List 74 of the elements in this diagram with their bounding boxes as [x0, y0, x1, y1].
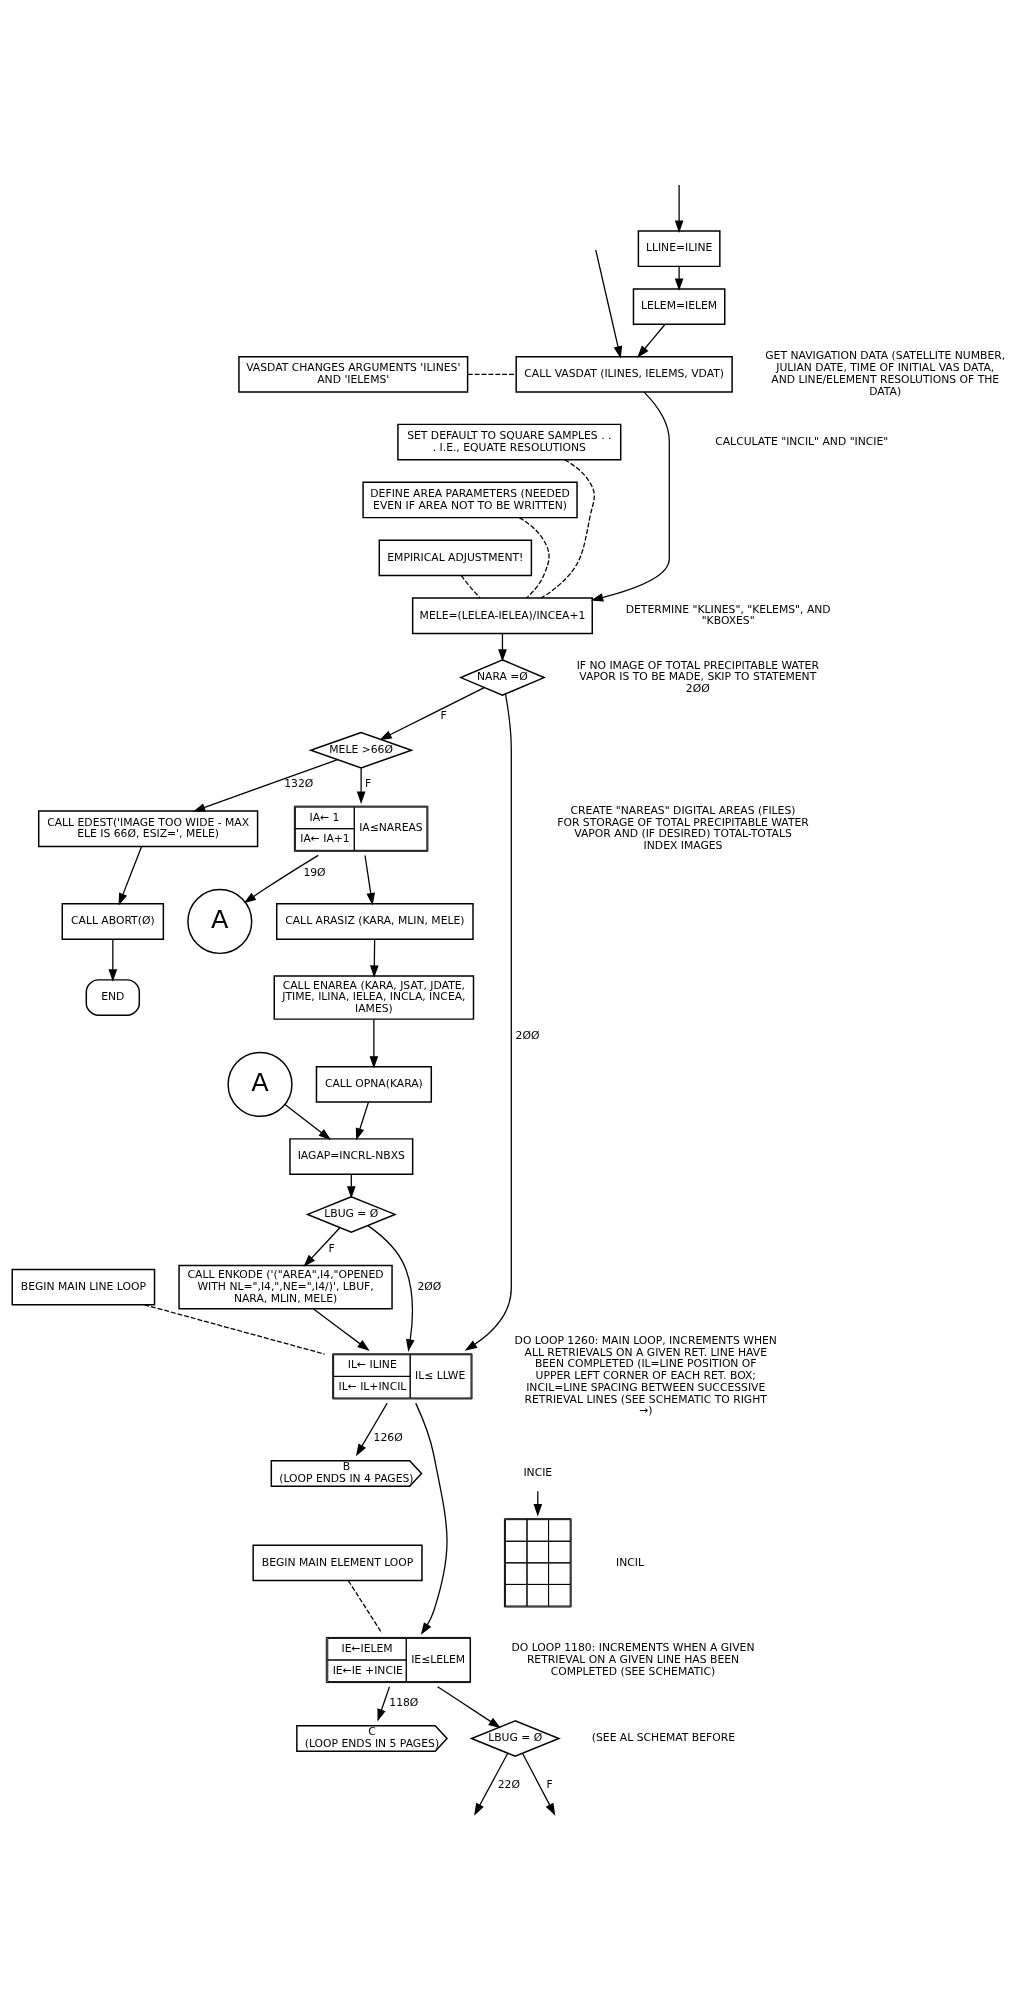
connector: [467, 373, 517, 375]
arrow: [243, 854, 319, 904]
label: IF NO IMAGE OF TOTAL PRECIPITABLE WATER VAPOR IS TO BE MADE, SKIP TO STATEMENT 2ØØ: [576, 658, 819, 696]
arrow: [437, 1686, 501, 1729]
arrow: [312, 1308, 370, 1351]
arrow: [674, 265, 684, 291]
arrow: [590, 391, 670, 602]
node-box: BEGIN MAIN ELEMENT LOOP: [252, 1544, 423, 1582]
edge-label: 2ØØ: [417, 1279, 442, 1293]
node-box: CALL ARASIZ (KARA, MLIN, MELE): [276, 903, 474, 940]
node-circle: A: [227, 1051, 293, 1118]
node-box: CALL OPNA(KARA): [315, 1066, 433, 1103]
edge-label: 126Ø: [373, 1430, 403, 1444]
node-box: CALL EDEST('IMAGE TOO WIDE - MAX ELE IS 66Ø, ESIZ=', MELE): [38, 810, 259, 848]
label: CREATE "NAREAS" DIGITAL AREAS (FILES) FOR STORAGE OF TOTAL PRECIPITABLE WATER VAPOR AND (IF DESIRED) TOTAL-TOTALS INDEX IMAGES: [557, 803, 809, 853]
edge-label: 118Ø: [389, 1695, 419, 1709]
edge-label: F: [364, 777, 372, 791]
node-box: CALL VASDAT (ILINES, IELEMS, VDAT): [515, 355, 733, 393]
connector: [347, 1580, 383, 1634]
label: GET NAVIGATION DATA (SATELLITE NUMBER, JULIAN DATE, TIME OF INITIAL VAS DATA, AND LINE/ELEMENT RESOLUTIONS OF THE DATA): [765, 349, 1006, 398]
label: DO LOOP 1260: MAIN LOOP, INCREMENTS WHEN ALL RETRIEVALS ON A GIVEN RET. LINE HAVE BEEN COMPLETED (IL=LINE POSITION OF UPPER LEFT CORNER OF EACH RET. BOX; INCIL=LINE SPACING BETWEEN SUCCESSIVE RETRIEVAL LINES (SEE SCHEMATIC TO RIGHT →): [514, 1333, 777, 1418]
connector: [460, 575, 481, 599]
node-box: EMPIRICAL ADJUSTMENT!: [378, 539, 533, 577]
arrow: [379, 687, 485, 741]
label: INCIL: [616, 1555, 645, 1569]
arrow: [303, 1227, 341, 1267]
arrow: [377, 1686, 391, 1722]
node-box: IAGAP=INCRL-NBXS: [289, 1138, 414, 1175]
edge-label: 19Ø: [303, 865, 326, 879]
node-box: LLINE=ILINE: [637, 230, 721, 268]
edge-label: 2ØØ: [515, 1028, 540, 1042]
arrow: [369, 1018, 379, 1069]
connector: [143, 1304, 326, 1355]
arrow: [474, 1752, 509, 1816]
node-box: MELE=(LELEA-IELEA)/INCEA+1: [411, 597, 593, 635]
arrow: [192, 759, 339, 812]
node-diamond: LBUG = Ø: [305, 1195, 397, 1233]
node-box: LELEM=IELEM: [632, 288, 726, 325]
node-box: VASDAT CHANGES ARGUMENTS 'ILINES' AND 'IELEMS': [238, 355, 469, 393]
arrow: [674, 184, 684, 233]
node-diamond: NARA =Ø: [458, 659, 546, 697]
arrow: [595, 249, 623, 359]
arrow: [356, 767, 366, 804]
arrow: [355, 1402, 388, 1457]
edge-label: F: [440, 708, 447, 722]
edge-label: 22Ø: [497, 1778, 520, 1792]
node-box: CALL ABORT(Ø): [61, 903, 165, 940]
arrow: [415, 1402, 448, 1635]
arrow: [367, 1224, 415, 1352]
arrow: [284, 1103, 332, 1140]
arrow: [369, 938, 379, 978]
node-box: CALL ENAREA (KARA, JSAT, JDATE, JTIME, ILINA, IELEA, INCLA, INCEA, IAMES): [273, 975, 475, 1020]
node-circle: A: [187, 888, 253, 955]
label: DETERMINE "KLINES", "KELEMS", AND "KBOXES": [625, 602, 831, 628]
node-box: CALL ENKODE ('("AREA",I4,"OPENED WITH NL=",I4,",NE=",I4/)', LBUF, NARA, MLIN, MELE): [178, 1264, 393, 1310]
label: DO LOOP 1180: INCREMENTS WHEN A GIVEN RETRIEVAL ON A GIVEN LINE HAS BEEN COMPLETED (SEE SCHEMATIC): [511, 1640, 755, 1678]
node-box: SET DEFAULT TO SQUARE SAMPLES . . . I.E., EQUATE RESOLUTIONS: [397, 423, 622, 461]
arrow: [118, 846, 143, 906]
edge-label: F: [546, 1778, 553, 1792]
node-box: DEFINE AREA PARAMETERS (NEEDED EVEN IF AREA NOT TO BE WRITTEN): [362, 481, 578, 519]
node-diamond: LBUG = Ø: [469, 1720, 561, 1757]
edge-label: 132Ø: [284, 777, 314, 791]
edge-label: F: [328, 1241, 335, 1255]
node-text: INCIE: [523, 1466, 553, 1480]
arrow: [355, 1101, 370, 1141]
arrow: [637, 323, 666, 358]
node-box: END: [85, 979, 141, 1016]
node-box: BEGIN MAIN LINE LOOP: [11, 1268, 156, 1306]
arrow: [364, 854, 375, 906]
arrow: [108, 938, 118, 982]
arrow: [521, 1752, 556, 1816]
label: CALCULATE "INCIL" AND "INCIE": [715, 434, 889, 448]
arrow: [464, 693, 512, 1351]
label: (SEE AL SCHEMAT BEFORE: [591, 1731, 736, 1745]
